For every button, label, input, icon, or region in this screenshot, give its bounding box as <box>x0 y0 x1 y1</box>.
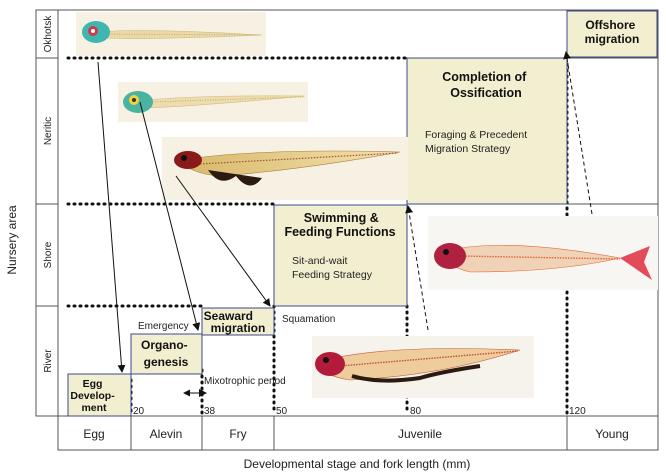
stage-egg: Egg <box>83 427 104 441</box>
annotation-mixotrophic: Mixotrophic period <box>204 376 286 387</box>
shore-juvenile-specimen <box>428 216 658 290</box>
annotation-squamation: Squamation <box>282 314 335 325</box>
habitat-shore: Shore <box>43 241 54 268</box>
length-tick-120: 120 <box>569 406 586 417</box>
phase-egg-development: Egg Develop- ment <box>68 374 131 416</box>
svg-text:Offshore migration: Offshore migration <box>585 18 640 46</box>
length-tick-20: 20 <box>133 406 145 417</box>
stage-juvenile: Juvenile <box>398 427 442 441</box>
okhotsk-specimen <box>76 12 266 56</box>
y-axis-title: Nursery area <box>5 205 19 275</box>
habitat-river: River <box>43 349 54 373</box>
neritic-specimen <box>118 82 308 122</box>
length-tick-50: 50 <box>276 406 288 417</box>
stage-young: Young <box>595 427 629 441</box>
river-juvenile-specimen <box>312 336 534 398</box>
habitat-labels: Okhotsk Neritic Shore River <box>36 10 58 416</box>
phase-organogenesis: Organo- genesis <box>131 334 202 374</box>
stage-row <box>58 416 658 450</box>
length-tick-38: 38 <box>204 406 216 417</box>
stage-alevin: Alevin <box>150 427 183 441</box>
shore-specimen <box>162 137 408 200</box>
habitat-neritic: Neritic <box>43 117 54 145</box>
stage-fry: Fry <box>229 427 246 441</box>
phase-seaward-migration: Seaward migration <box>202 308 274 335</box>
x-axis-title: Developmental stage and fork length (mm) <box>244 457 471 471</box>
length-tick-80: 80 <box>410 406 422 417</box>
annotation-emergency: Emergency <box>138 321 189 332</box>
svg-text:Seaward migration: Seaward migration <box>204 309 266 335</box>
phase-swimming-feeding: Swimming & Feeding Functions Sit-and-wai… <box>274 205 407 306</box>
habitat-okhotsk: Okhotsk <box>43 15 54 53</box>
phase-offshore-migration: Offshore migration <box>567 11 657 57</box>
phase-completion-ossification: Completion of Ossification Foraging & Pr… <box>407 58 567 204</box>
